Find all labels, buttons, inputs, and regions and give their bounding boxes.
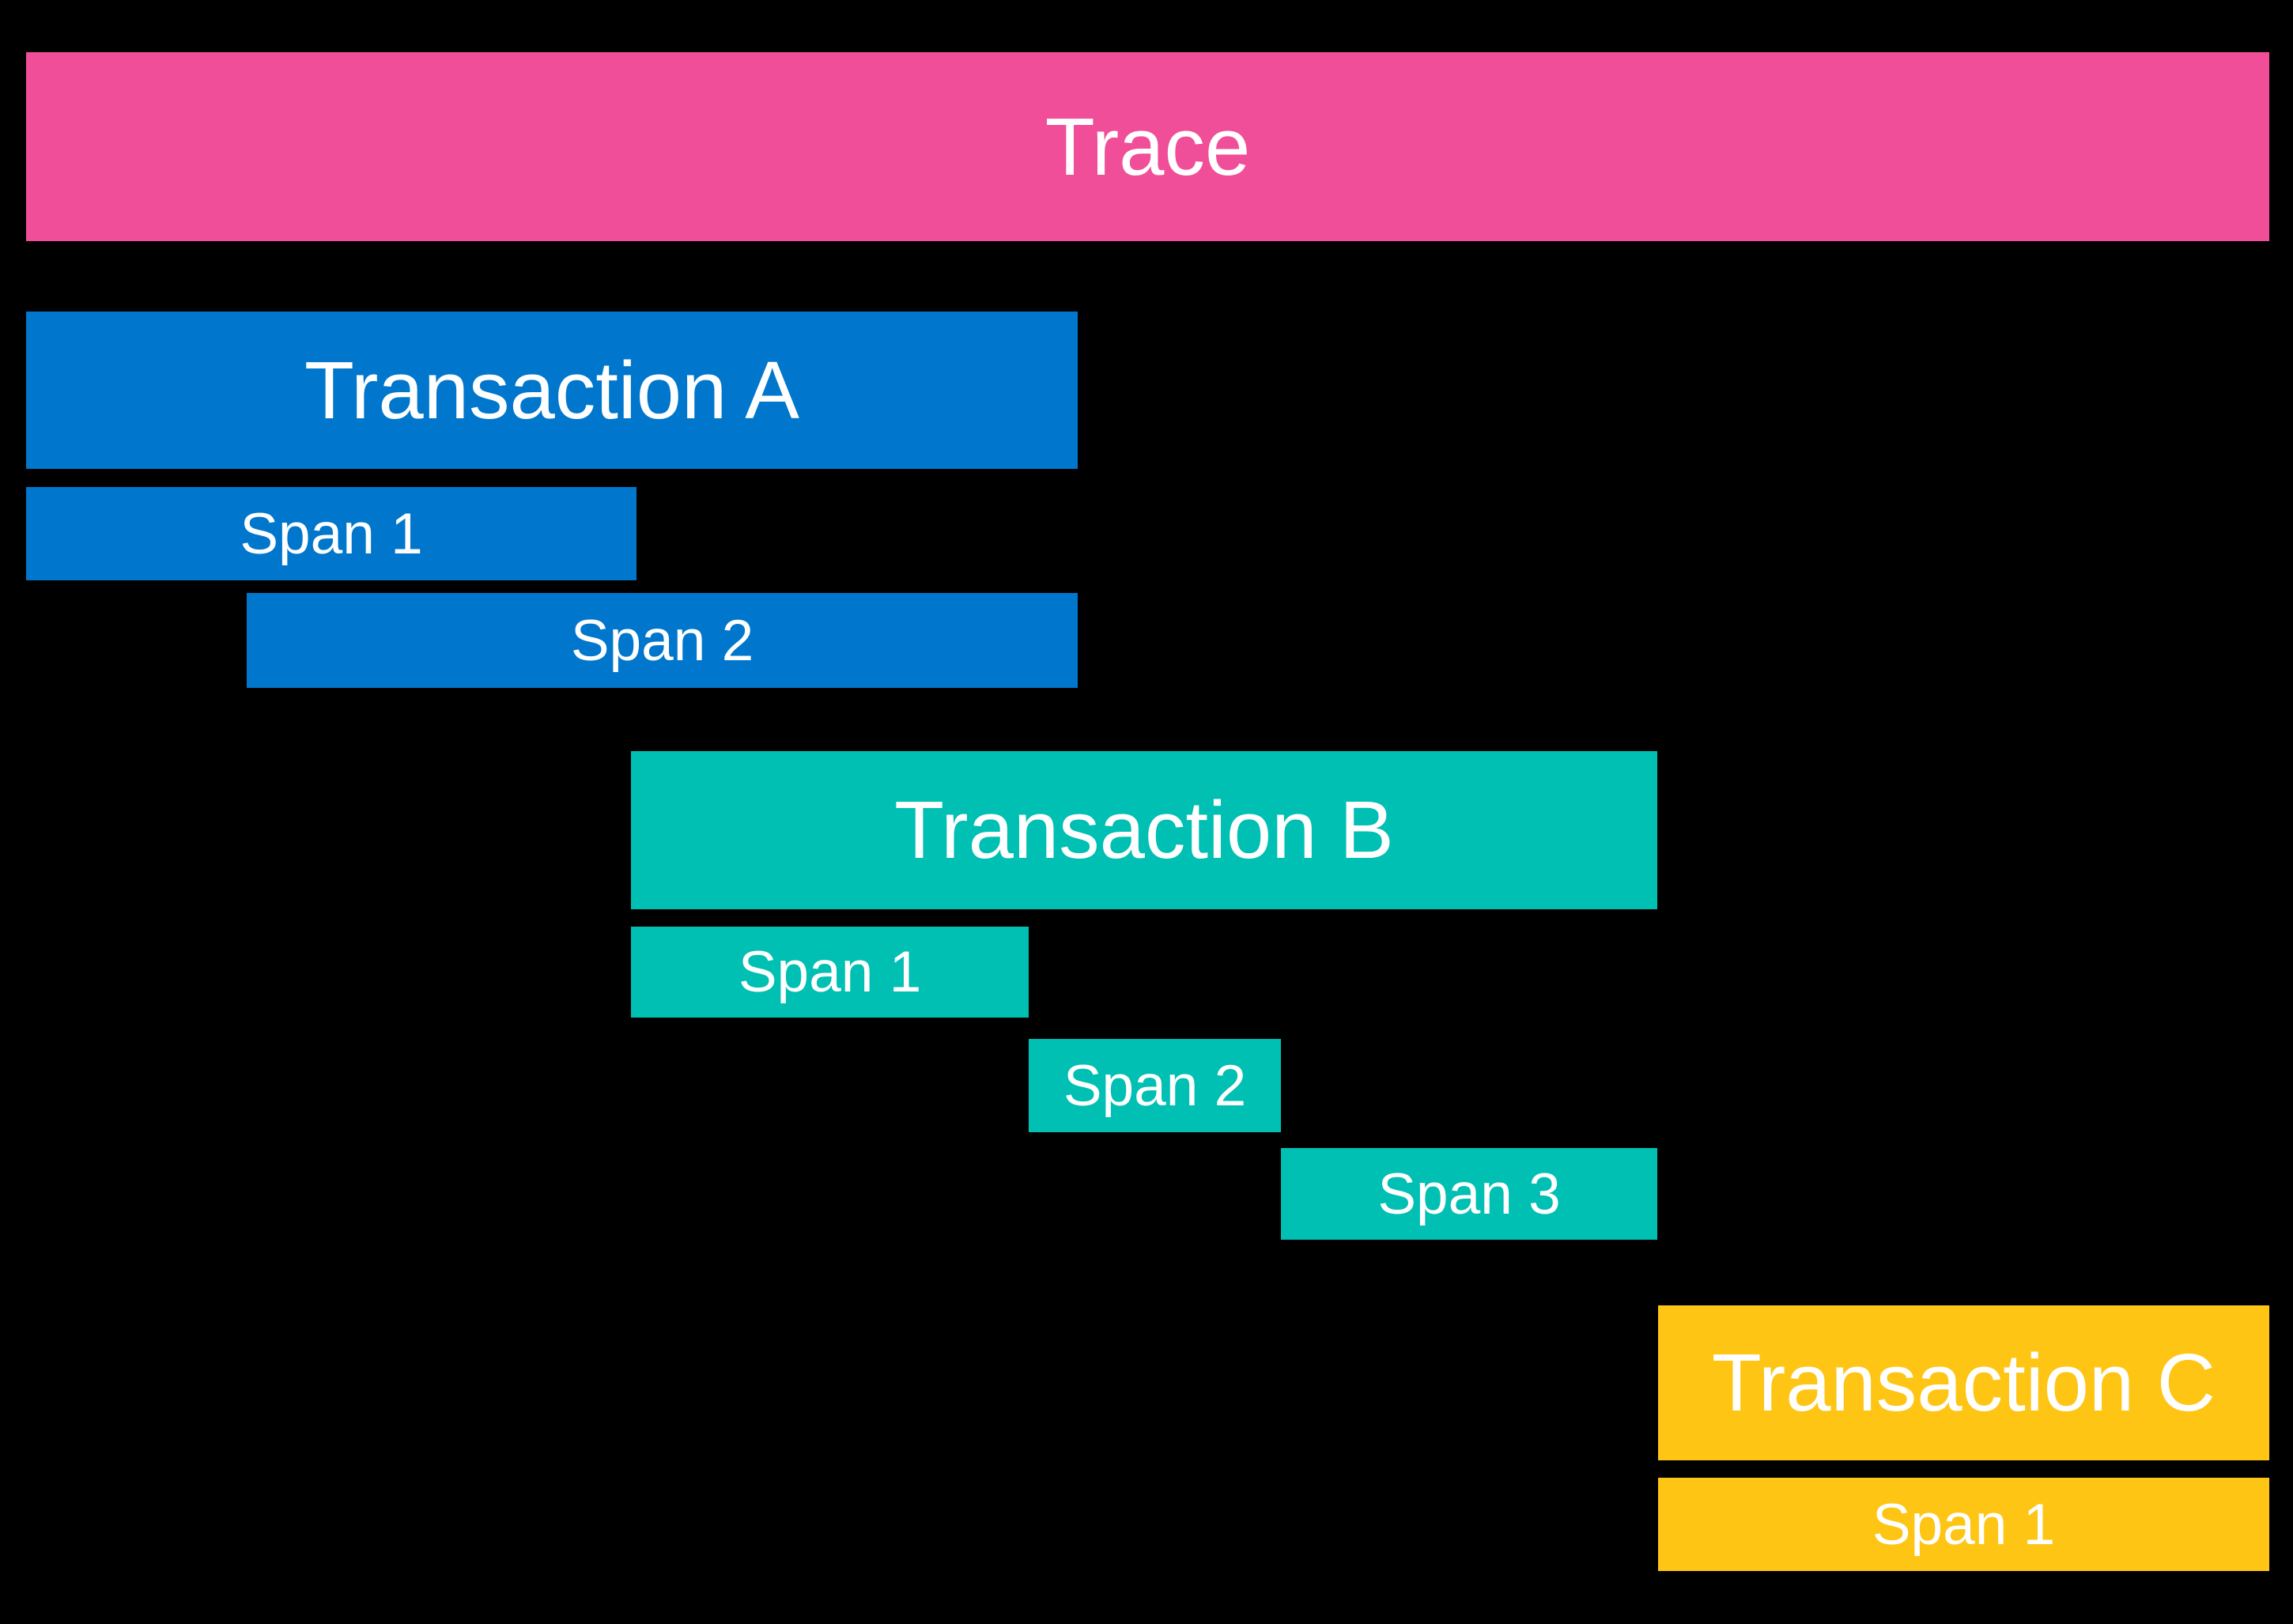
transaction-a-label: Transaction A <box>304 344 799 436</box>
trace-bar: Trace <box>26 52 2269 241</box>
transaction-b-span-1-label: Span 1 <box>738 940 922 1004</box>
transaction-a-span-1-label: Span 1 <box>240 501 423 566</box>
transaction-b-span-2-bar: Span 2 <box>1029 1039 1281 1132</box>
transaction-a-span-2-label: Span 2 <box>570 608 754 673</box>
transaction-b-bar: Transaction B <box>631 751 1657 909</box>
transaction-a-span-2-bar: Span 2 <box>247 593 1078 688</box>
transaction-b-span-3-label: Span 3 <box>1377 1161 1561 1226</box>
transaction-a-span-1-bar: Span 1 <box>26 487 637 580</box>
transaction-b-label: Transaction B <box>894 784 1394 875</box>
transaction-b-span-1-bar: Span 1 <box>631 927 1029 1018</box>
transaction-c-span-1-label: Span 1 <box>1872 1492 2056 1557</box>
trace-label: Trace <box>1045 100 1251 192</box>
transaction-c-label: Transaction C <box>1711 1337 2216 1428</box>
transaction-a-bar: Transaction A <box>26 312 1078 469</box>
transaction-b-span-2-label: Span 2 <box>1063 1053 1247 1118</box>
transaction-b-span-3-bar: Span 3 <box>1281 1148 1657 1240</box>
transaction-c-bar: Transaction C <box>1658 1305 2269 1460</box>
transaction-c-span-1-bar: Span 1 <box>1658 1478 2269 1571</box>
